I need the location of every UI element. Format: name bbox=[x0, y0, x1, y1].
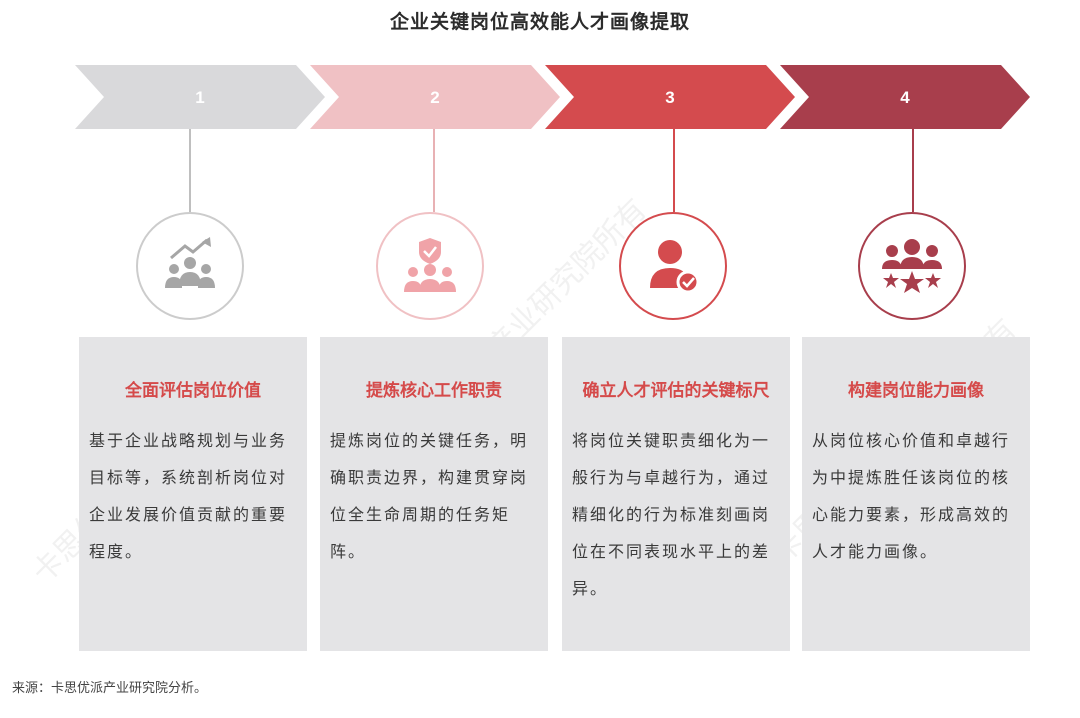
connector-line bbox=[912, 129, 914, 212]
step-title: 提炼核心工作职责 bbox=[366, 381, 502, 401]
connector-line bbox=[433, 129, 435, 212]
step-description: 从岗位核心价值和卓越行为中提炼胜任该岗位的核心能力要素，形成高效的人才能力画像。 bbox=[812, 431, 1011, 561]
step-4-card: 构建岗位能力画像 从岗位核心价值和卓越行为中提炼胜任该岗位的核心能力要素，形成高… bbox=[802, 337, 1030, 651]
team-stars-icon bbox=[882, 239, 942, 293]
chevron-step-3 bbox=[545, 65, 795, 129]
step-title: 确立人才评估的关键标尺 bbox=[582, 381, 770, 401]
step-number: 4 bbox=[900, 88, 910, 107]
step-2-card: 提炼核心工作职责 提炼岗位的关键任务，明确职责边界，构建贯穿岗位全生命周期的任务… bbox=[320, 337, 548, 651]
step-3-icon-circle bbox=[619, 212, 727, 320]
connector-line bbox=[189, 129, 191, 212]
chevron-step-2 bbox=[310, 65, 560, 129]
diagram-title: 企业关键岗位高效能人才画像提取 bbox=[389, 11, 690, 33]
chevron-step-1 bbox=[75, 65, 325, 129]
connector-line bbox=[673, 129, 675, 212]
step-2-icon-circle bbox=[376, 212, 484, 320]
person-check-icon bbox=[650, 240, 700, 294]
step-3-card: 确立人才评估的关键标尺 将岗位关键职责细化为一般行为与卓越行为，通过精细化的行为… bbox=[562, 337, 790, 651]
step-number: 3 bbox=[665, 88, 674, 107]
step-number: 1 bbox=[195, 88, 204, 107]
step-description: 将岗位关键职责细化为一般行为与卓越行为，通过精细化的行为标准刻画岗位在不同表现水… bbox=[572, 431, 771, 598]
process-chevrons: 1 2 3 4 bbox=[75, 65, 1030, 129]
step-description: 基于企业战略规划与业务目标等，系统剖析岗位对企业发展价值贡献的重要程度。 bbox=[89, 431, 288, 561]
step-1-card: 全面评估岗位价值 基于企业战略规划与业务目标等，系统剖析岗位对企业发展价值贡献的… bbox=[79, 337, 307, 651]
chevron-step-4 bbox=[780, 65, 1030, 129]
source-note: 来源：卡思优派产业研究院分析。 bbox=[12, 681, 208, 696]
step-title: 全面评估岗位价值 bbox=[125, 381, 261, 401]
step-number: 2 bbox=[430, 88, 439, 107]
step-1-icon-circle bbox=[136, 212, 244, 320]
step-title: 构建岗位能力画像 bbox=[848, 381, 984, 401]
team-growth-icon bbox=[165, 237, 215, 288]
step-description: 提炼岗位的关键任务，明确职责边界，构建贯穿岗位全生命周期的任务矩阵。 bbox=[330, 431, 529, 561]
team-shield-check-icon bbox=[404, 238, 456, 292]
step-4-icon-circle bbox=[858, 212, 966, 320]
